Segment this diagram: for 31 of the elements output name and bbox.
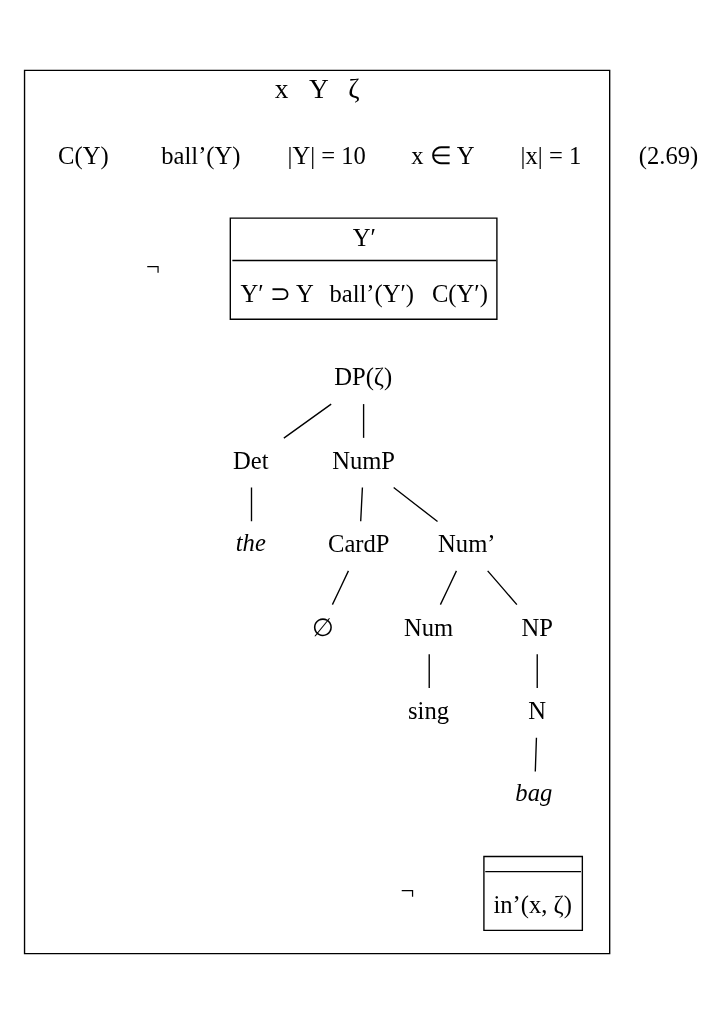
node-label: (2.69) <box>638 141 699 169</box>
label: C(Y) <box>58 141 109 169</box>
node-text: ∅ <box>312 613 335 641</box>
node-text: NP <box>521 613 553 641</box>
label: ball’(Y) <box>161 141 241 169</box>
node-text: DP(ζ) <box>334 362 393 390</box>
connector <box>534 736 538 772</box>
connector <box>392 486 439 522</box>
node-text: N <box>528 696 547 724</box>
node-text: CardP <box>328 529 390 557</box>
node-text: sing <box>408 696 450 724</box>
connector <box>360 486 364 522</box>
connector <box>362 402 365 439</box>
node-text: bag <box>515 778 553 806</box>
connector <box>428 653 430 689</box>
node-text: the <box>235 528 266 556</box>
node-text: Num <box>403 613 454 641</box>
node-text: Num’ <box>438 529 496 557</box>
connector <box>487 569 518 605</box>
connector <box>283 402 332 439</box>
label: |x| = 1 <box>520 141 582 169</box>
connector <box>331 569 350 605</box>
node-text: Det <box>233 446 269 474</box>
connector <box>536 653 538 689</box>
label: ¬ <box>146 252 160 280</box>
label: |Y| = 10 <box>287 141 366 169</box>
label: ¬ <box>400 876 415 904</box>
connector <box>439 569 458 605</box>
label: x ∈ Y <box>411 141 475 169</box>
node-text: NumP <box>332 446 396 474</box>
connector <box>250 486 253 522</box>
